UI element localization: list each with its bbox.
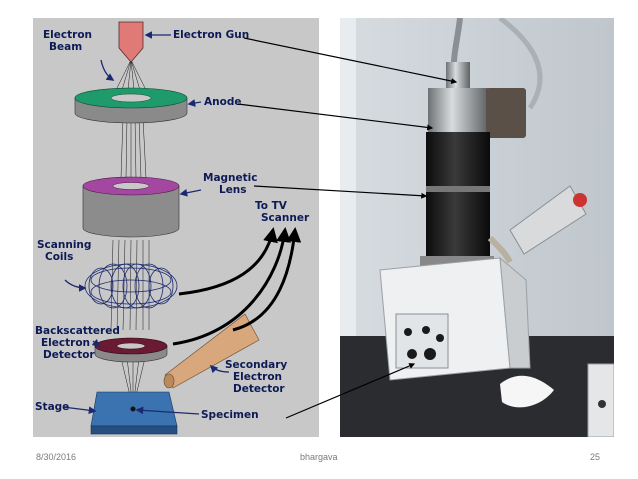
magnetic-lens-ring bbox=[82, 176, 180, 238]
label-secondary-line1: Secondary bbox=[225, 359, 287, 371]
label-to-tv-line1: To TV bbox=[255, 200, 288, 212]
footer-page-number: 25 bbox=[590, 452, 601, 462]
label-backscattered-line2: Electron bbox=[41, 337, 90, 349]
photo-lens-base bbox=[420, 256, 494, 266]
photo-lens-column bbox=[426, 132, 490, 260]
signal-arrows bbox=[172, 227, 302, 346]
diagram-labels: Electron Beam Electron Gun Anode Magneti… bbox=[35, 29, 310, 421]
label-electron-beam-line1: Electron bbox=[43, 29, 92, 41]
footer-date: 8/30/2016 bbox=[36, 452, 77, 462]
photo-chamber-side bbox=[499, 256, 531, 369]
label-scanning-coils-line2: Coils bbox=[45, 251, 73, 263]
label-magnetic-lens-line2: Lens bbox=[219, 184, 247, 196]
label-magnetic-lens-line1: Magnetic bbox=[203, 172, 258, 184]
stage-block bbox=[90, 391, 178, 435]
label-secondary-line3: Detector bbox=[233, 383, 285, 395]
backscattered-detector-ring bbox=[94, 337, 168, 363]
photo-bellows bbox=[487, 235, 513, 264]
label-electron-gun: Electron Gun bbox=[173, 29, 249, 41]
photo-side-box bbox=[486, 88, 526, 138]
photo-detector-arm bbox=[509, 185, 587, 255]
photo-door-frame bbox=[340, 18, 356, 348]
photo-hose bbox=[498, 18, 543, 110]
label-electron-beam-line2: Beam bbox=[49, 41, 82, 53]
electron-gun-shape bbox=[118, 21, 144, 63]
photo-anode-housing bbox=[428, 88, 488, 134]
sem-schematic-diagram: Electron Beam Electron Gun Anode Magneti… bbox=[33, 18, 319, 437]
label-stage: Stage bbox=[35, 401, 69, 413]
secondary-electron-detector-cone bbox=[163, 313, 260, 389]
label-pointers bbox=[62, 31, 230, 415]
photo-gun-housing bbox=[446, 62, 470, 90]
label-backscattered-line3: Detector bbox=[43, 349, 95, 361]
footer-author: bhargava bbox=[300, 452, 338, 462]
label-to-tv-line2: Scanner bbox=[261, 212, 310, 224]
label-backscattered-line1: Backscattered bbox=[35, 325, 120, 337]
label-specimen: Specimen bbox=[201, 409, 259, 421]
label-anode: Anode bbox=[204, 96, 241, 108]
label-secondary-line2: Electron bbox=[233, 371, 282, 383]
scanning-coils bbox=[84, 263, 178, 309]
photo-cloth bbox=[500, 375, 554, 408]
photo-lens-band bbox=[426, 186, 490, 192]
label-scanning-coils-line1: Scanning bbox=[37, 239, 91, 251]
anode-ring bbox=[74, 87, 188, 124]
sem-instrument-photo bbox=[340, 18, 614, 437]
